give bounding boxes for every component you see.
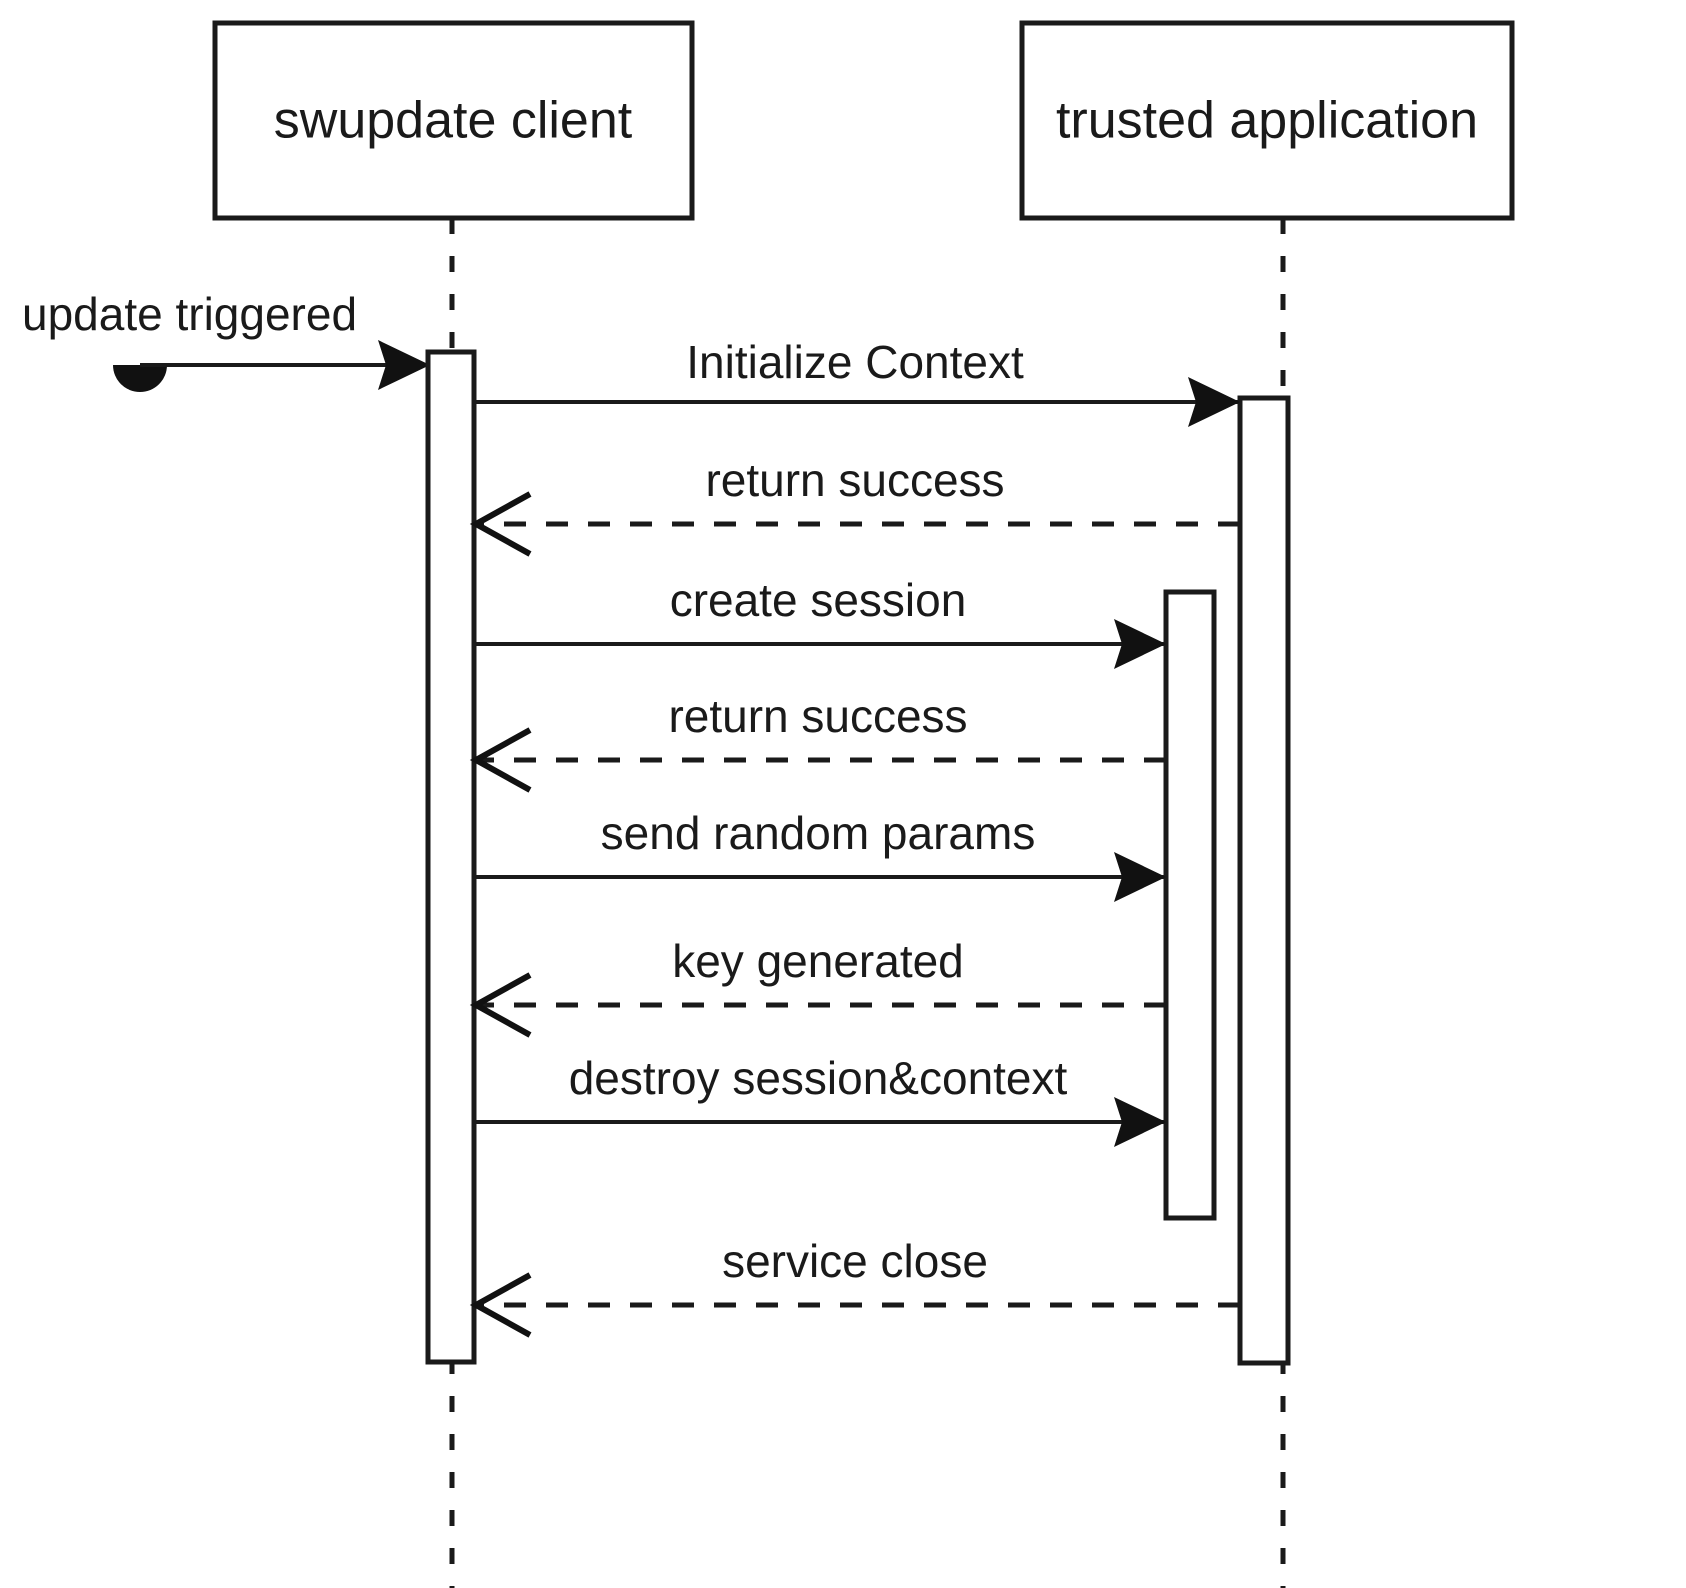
message-return-success-1[interactable]: return success	[469, 454, 1240, 557]
message-key-generated[interactable]: key generated	[469, 935, 1166, 1038]
arrowhead-filled-icon	[1114, 619, 1166, 669]
message-create-session[interactable]: create session	[474, 574, 1166, 669]
activation-bar-trusted-application-outer[interactable]	[1237, 395, 1291, 1366]
message-service-close[interactable]: service close	[469, 1235, 1240, 1338]
found-message-arrowhead-icon	[378, 340, 430, 390]
found-message-origin-dot	[113, 365, 167, 392]
participant-box-trusted-application[interactable]	[1019, 20, 1515, 221]
arrowhead-open-icon	[469, 491, 532, 557]
arrowhead-filled-icon	[1188, 377, 1240, 427]
arrowhead-open-icon	[469, 972, 532, 1038]
arrowhead-filled-icon	[1114, 1097, 1166, 1147]
lifelines	[449, 218, 1286, 1588]
message-label-initialize-context: Initialize Context	[686, 336, 1024, 388]
message-label-create-session: create session	[670, 574, 967, 626]
message-label-key-generated: key generated	[672, 935, 964, 987]
participant-label-swupdate-client: swupdate client	[274, 92, 633, 150]
arrowhead-filled-icon	[1114, 852, 1166, 902]
activation-bar-trusted-application-inner[interactable]	[1163, 589, 1217, 1221]
found-message-label: update triggered	[22, 288, 357, 340]
arrowhead-open-icon	[469, 727, 532, 793]
found-message-update-triggered[interactable]: update triggered	[22, 288, 430, 392]
participant-box-swupdate-client[interactable]	[212, 20, 695, 221]
message-label-destroy-session-context: destroy session&context	[569, 1052, 1068, 1104]
participant-swupdate-client[interactable]: swupdate client	[212, 20, 695, 221]
message-label-service-close: service close	[722, 1235, 988, 1287]
message-label-return-success-1: return success	[705, 454, 1004, 506]
message-initialize-context[interactable]: Initialize Context	[474, 336, 1240, 427]
participant-trusted-application[interactable]: trusted application	[1019, 20, 1515, 221]
arrowhead-open-icon	[469, 1272, 532, 1338]
message-label-return-success-2: return success	[668, 690, 967, 742]
activation-bars	[425, 349, 1291, 1366]
message-label-send-random-params: send random params	[601, 807, 1036, 859]
message-return-success-2[interactable]: return success	[469, 690, 1166, 793]
activation-bar-client[interactable]	[425, 349, 477, 1365]
message-send-random-params[interactable]: send random params	[474, 807, 1166, 902]
message-destroy-session-context[interactable]: destroy session&context	[474, 1052, 1166, 1147]
participant-label-trusted-application: trusted application	[1056, 92, 1478, 150]
